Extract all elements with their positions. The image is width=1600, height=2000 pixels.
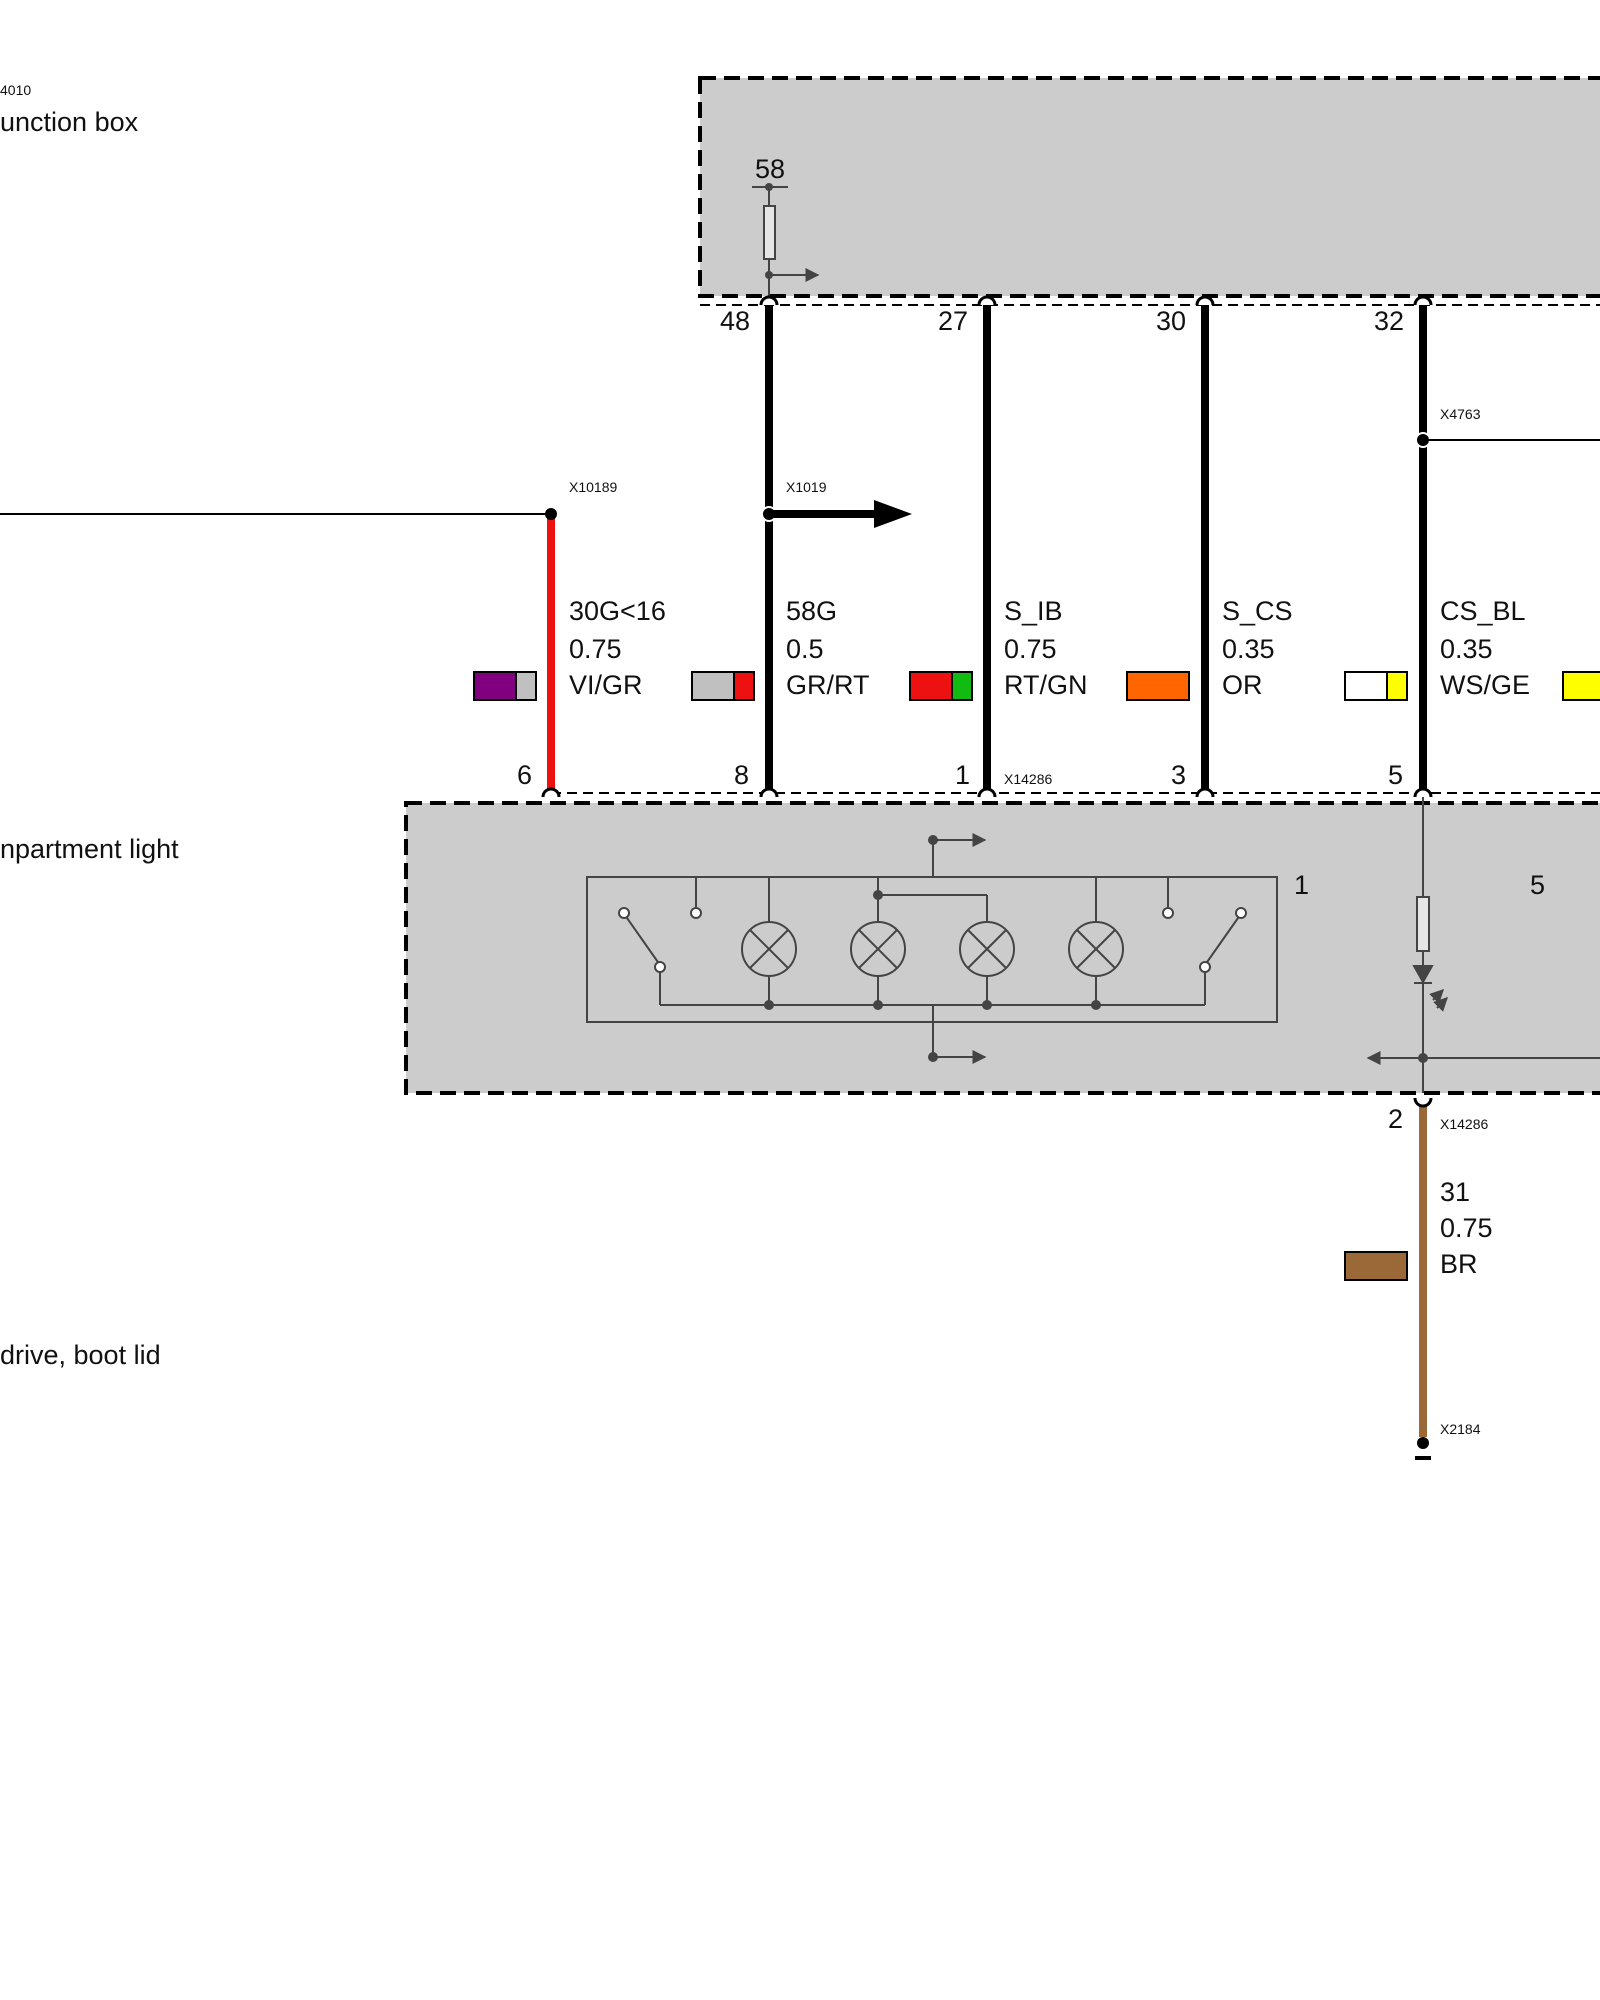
internal-label-5: 5	[1530, 870, 1545, 900]
jb-pin-27: 27	[938, 306, 968, 336]
svg-text:S_CS: S_CS	[1222, 596, 1293, 626]
svg-text:WS/GE: WS/GE	[1440, 670, 1530, 700]
led-circuit	[1366, 797, 1600, 1093]
jb-pin-30: 30	[1156, 306, 1186, 336]
svg-text:RT/GN: RT/GN	[1004, 670, 1088, 700]
ground-point-x2184	[1417, 1437, 1429, 1449]
svg-text:58G: 58G	[786, 596, 837, 626]
connector-x14286-bottom: X14286	[1440, 1116, 1488, 1132]
swatch-gr-rt-primary	[691, 671, 735, 701]
swatch-br	[1344, 1251, 1408, 1281]
connector-x14286-top: X14286	[1004, 771, 1052, 787]
svg-text:0.35: 0.35	[1222, 634, 1275, 664]
wire-label-cs-bl: CS_BL 0.35 WS/GE	[1344, 596, 1530, 701]
swatch-vi-gr-primary	[473, 671, 517, 701]
light-pin-1: 1	[955, 760, 970, 790]
svg-text:0.5: 0.5	[786, 634, 824, 664]
svg-text:30G<16: 30G<16	[569, 596, 666, 626]
terminal-58-label: 58	[755, 154, 785, 184]
boot-lid-drive-name: drive, boot lid	[0, 1340, 161, 1370]
light-pin-8: 8	[734, 760, 749, 790]
swatch-ws-ge-secondary	[1386, 671, 1408, 701]
compartment-light-name: npartment light	[0, 834, 179, 864]
wire-label-30g: 30G<16 0.75 VI/GR	[473, 596, 666, 701]
junction-box-code: 4010	[0, 82, 31, 98]
jb-pin-48: 48	[720, 306, 750, 336]
svg-text:BR: BR	[1440, 1249, 1478, 1279]
junction-box-outline	[698, 76, 1600, 298]
splice-x10189	[545, 508, 557, 520]
swatch-rt-gn-primary	[909, 671, 953, 701]
svg-text:CS_BL: CS_BL	[1440, 596, 1526, 626]
swatch-vi-gr-secondary	[515, 671, 537, 701]
svg-text:S_IB: S_IB	[1004, 596, 1063, 626]
svg-text:31: 31	[1440, 1177, 1470, 1207]
wire-label-s-ib: S_IB 0.75 RT/GN	[909, 596, 1088, 701]
wire-label-31: 31 0.75 BR	[1344, 1177, 1493, 1281]
swatch-rt-gn-secondary	[951, 671, 973, 701]
internal-label-1: 1	[1294, 870, 1309, 900]
connector-x1019: X1019	[786, 479, 827, 495]
internal-resistor-58: 58	[752, 154, 820, 305]
svg-text:VI/GR: VI/GR	[569, 670, 643, 700]
wire-label-58g: 58G 0.5 GR/RT	[691, 596, 870, 701]
lamp-assembly	[586, 833, 1278, 1064]
jb-pin-cups	[759, 295, 1433, 306]
light-pin-3: 3	[1171, 760, 1186, 790]
light-pin-cups	[541, 787, 1433, 798]
svg-text:0.35: 0.35	[1440, 634, 1493, 664]
light-pin-5: 5	[1388, 760, 1403, 790]
connector-x2184: X2184	[1440, 1421, 1481, 1437]
svg-text:OR: OR	[1222, 670, 1263, 700]
svg-text:0.75: 0.75	[1004, 634, 1057, 664]
swatch-or	[1126, 671, 1190, 701]
svg-text:0.75: 0.75	[1440, 1213, 1493, 1243]
light-pin-2: 2	[1388, 1104, 1403, 1134]
light-pin-cup-2	[1413, 1097, 1433, 1108]
wire-label-s-cs: S_CS 0.35 OR	[1126, 596, 1293, 701]
connector-x4763: X4763	[1440, 406, 1481, 422]
svg-text:0.75: 0.75	[569, 634, 622, 664]
swatch-ws-ge-primary	[1344, 671, 1388, 701]
svg-text:GR/RT: GR/RT	[786, 670, 870, 700]
junction-box-name: unction box	[0, 107, 139, 137]
connector-x10189: X10189	[569, 479, 617, 495]
light-pin-6: 6	[517, 760, 532, 790]
swatch-gr-rt-secondary	[733, 671, 755, 701]
jb-pin-32: 32	[1374, 306, 1404, 336]
swatch-extra-ge	[1562, 671, 1600, 701]
arrow-x1019-head	[874, 500, 912, 528]
